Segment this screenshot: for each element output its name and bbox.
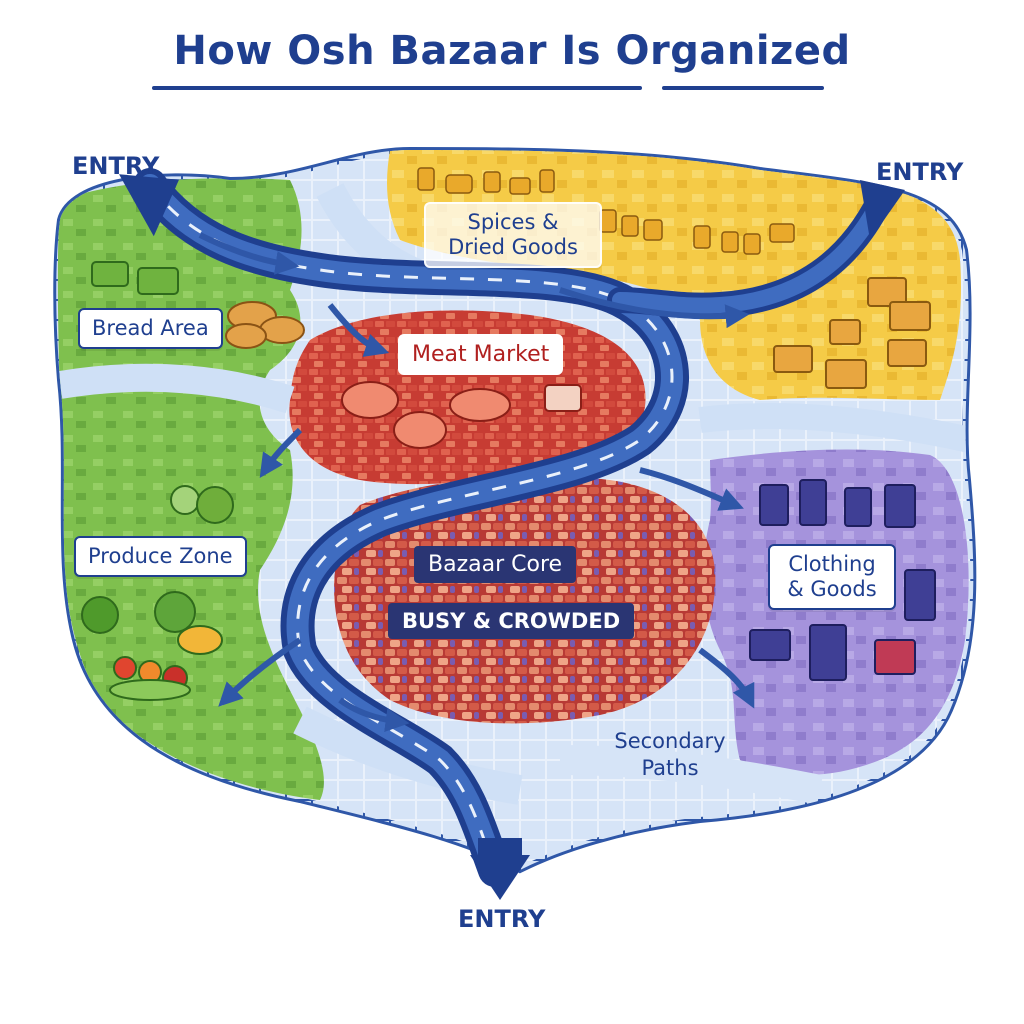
meat-icon bbox=[341, 381, 582, 449]
arrow-icon bbox=[327, 303, 390, 357]
clothing-zone bbox=[703, 449, 969, 775]
title-underline-right bbox=[662, 86, 824, 90]
map-title: How Osh Bazaar Is Organized bbox=[173, 28, 851, 74]
entry-bottom: ENTRY bbox=[458, 905, 546, 933]
arrow-icon bbox=[559, 287, 750, 329]
produce-zone-label: Produce Zone bbox=[74, 536, 247, 578]
arrow-icon bbox=[698, 647, 755, 709]
arrow-icon bbox=[259, 427, 303, 478]
arrow-icon bbox=[338, 697, 410, 732]
arrow-icon bbox=[639, 467, 744, 511]
secondary-paths-label: Secondary Paths bbox=[614, 729, 726, 781]
arrow-icon bbox=[198, 232, 300, 275]
bread-area-label: Bread Area bbox=[78, 308, 223, 350]
meat-market-label: Meat Market bbox=[398, 334, 564, 375]
cart-icon bbox=[91, 261, 179, 295]
vegetable-icon bbox=[81, 485, 234, 701]
title-underline bbox=[152, 86, 642, 90]
spices-label: Spices & Dried Goods bbox=[424, 202, 602, 269]
arrow-icon bbox=[218, 637, 302, 707]
spice-jar-icon bbox=[417, 167, 795, 255]
entry-top-right: ENTRY bbox=[876, 158, 964, 186]
entry-top-left: ENTRY bbox=[72, 152, 160, 180]
arrow-icon bbox=[119, 174, 179, 237]
arrow-icon bbox=[860, 180, 905, 240]
core-zone bbox=[334, 476, 716, 724]
busy-crowded-label: BUSY & CROWDED bbox=[388, 603, 635, 639]
arrow-icon bbox=[470, 855, 530, 900]
spice-basket-icon bbox=[773, 277, 931, 389]
clothing-icon bbox=[749, 479, 936, 681]
bread-icon bbox=[225, 301, 305, 349]
bazaar-core-label: Bazaar Core bbox=[414, 546, 577, 583]
clothing-goods-label: Clothing & Goods bbox=[768, 544, 896, 611]
